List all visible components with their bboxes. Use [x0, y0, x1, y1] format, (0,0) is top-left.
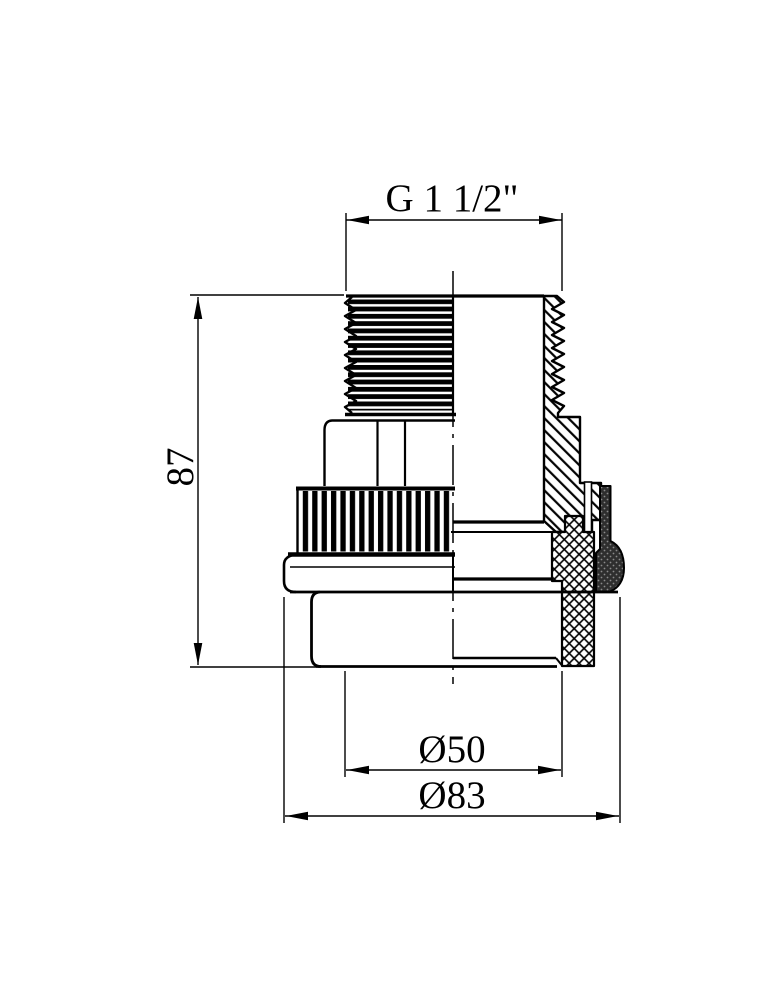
socket-body	[310, 590, 557, 668]
bore-edges	[451, 520, 563, 667]
dim-thread-label: G 1 1/2"	[386, 177, 519, 220]
dim-thread-size: G 1 1/2"	[345, 177, 563, 291]
arrowhead-right	[538, 765, 560, 775]
knurl-ribs	[301, 491, 451, 552]
hex-outline	[323, 419, 455, 486]
dim-socket-diameter-label: Ø50	[418, 728, 485, 771]
arrowhead-right	[596, 811, 618, 821]
hex-flats	[323, 419, 455, 486]
collar-left-edge	[282, 553, 298, 594]
brass-wall-outline	[542, 294, 603, 534]
dim-socket-diameter: Ø50	[344, 671, 563, 777]
nut-groove-slot	[583, 481, 593, 533]
dim-height-label: 87	[159, 448, 202, 487]
thread-crest-lines	[348, 299, 453, 411]
knurled-ring	[288, 486, 455, 557]
socket-mouth-chamfer-diagonal	[555, 657, 563, 667]
thread-exterior	[343, 294, 544, 417]
arrowhead-left	[347, 215, 369, 225]
rubber-seal-section	[595, 485, 625, 593]
dim-outer-diameter-label: Ø83	[418, 774, 485, 817]
socket-left-edge	[310, 590, 322, 668]
arrowhead-right	[539, 215, 561, 225]
brass-section-wall	[542, 294, 603, 534]
dim-overall-height: 87	[159, 294, 344, 668]
rubber-seal-outline	[595, 485, 625, 593]
arrowhead-bottom	[193, 643, 203, 665]
arrowhead-top	[193, 297, 203, 319]
collar	[282, 553, 618, 594]
dim-outer-diameter: Ø83	[283, 597, 621, 823]
arrowhead-left	[347, 765, 369, 775]
arrowhead-left	[286, 811, 308, 821]
thread-left-profile	[343, 296, 358, 414]
